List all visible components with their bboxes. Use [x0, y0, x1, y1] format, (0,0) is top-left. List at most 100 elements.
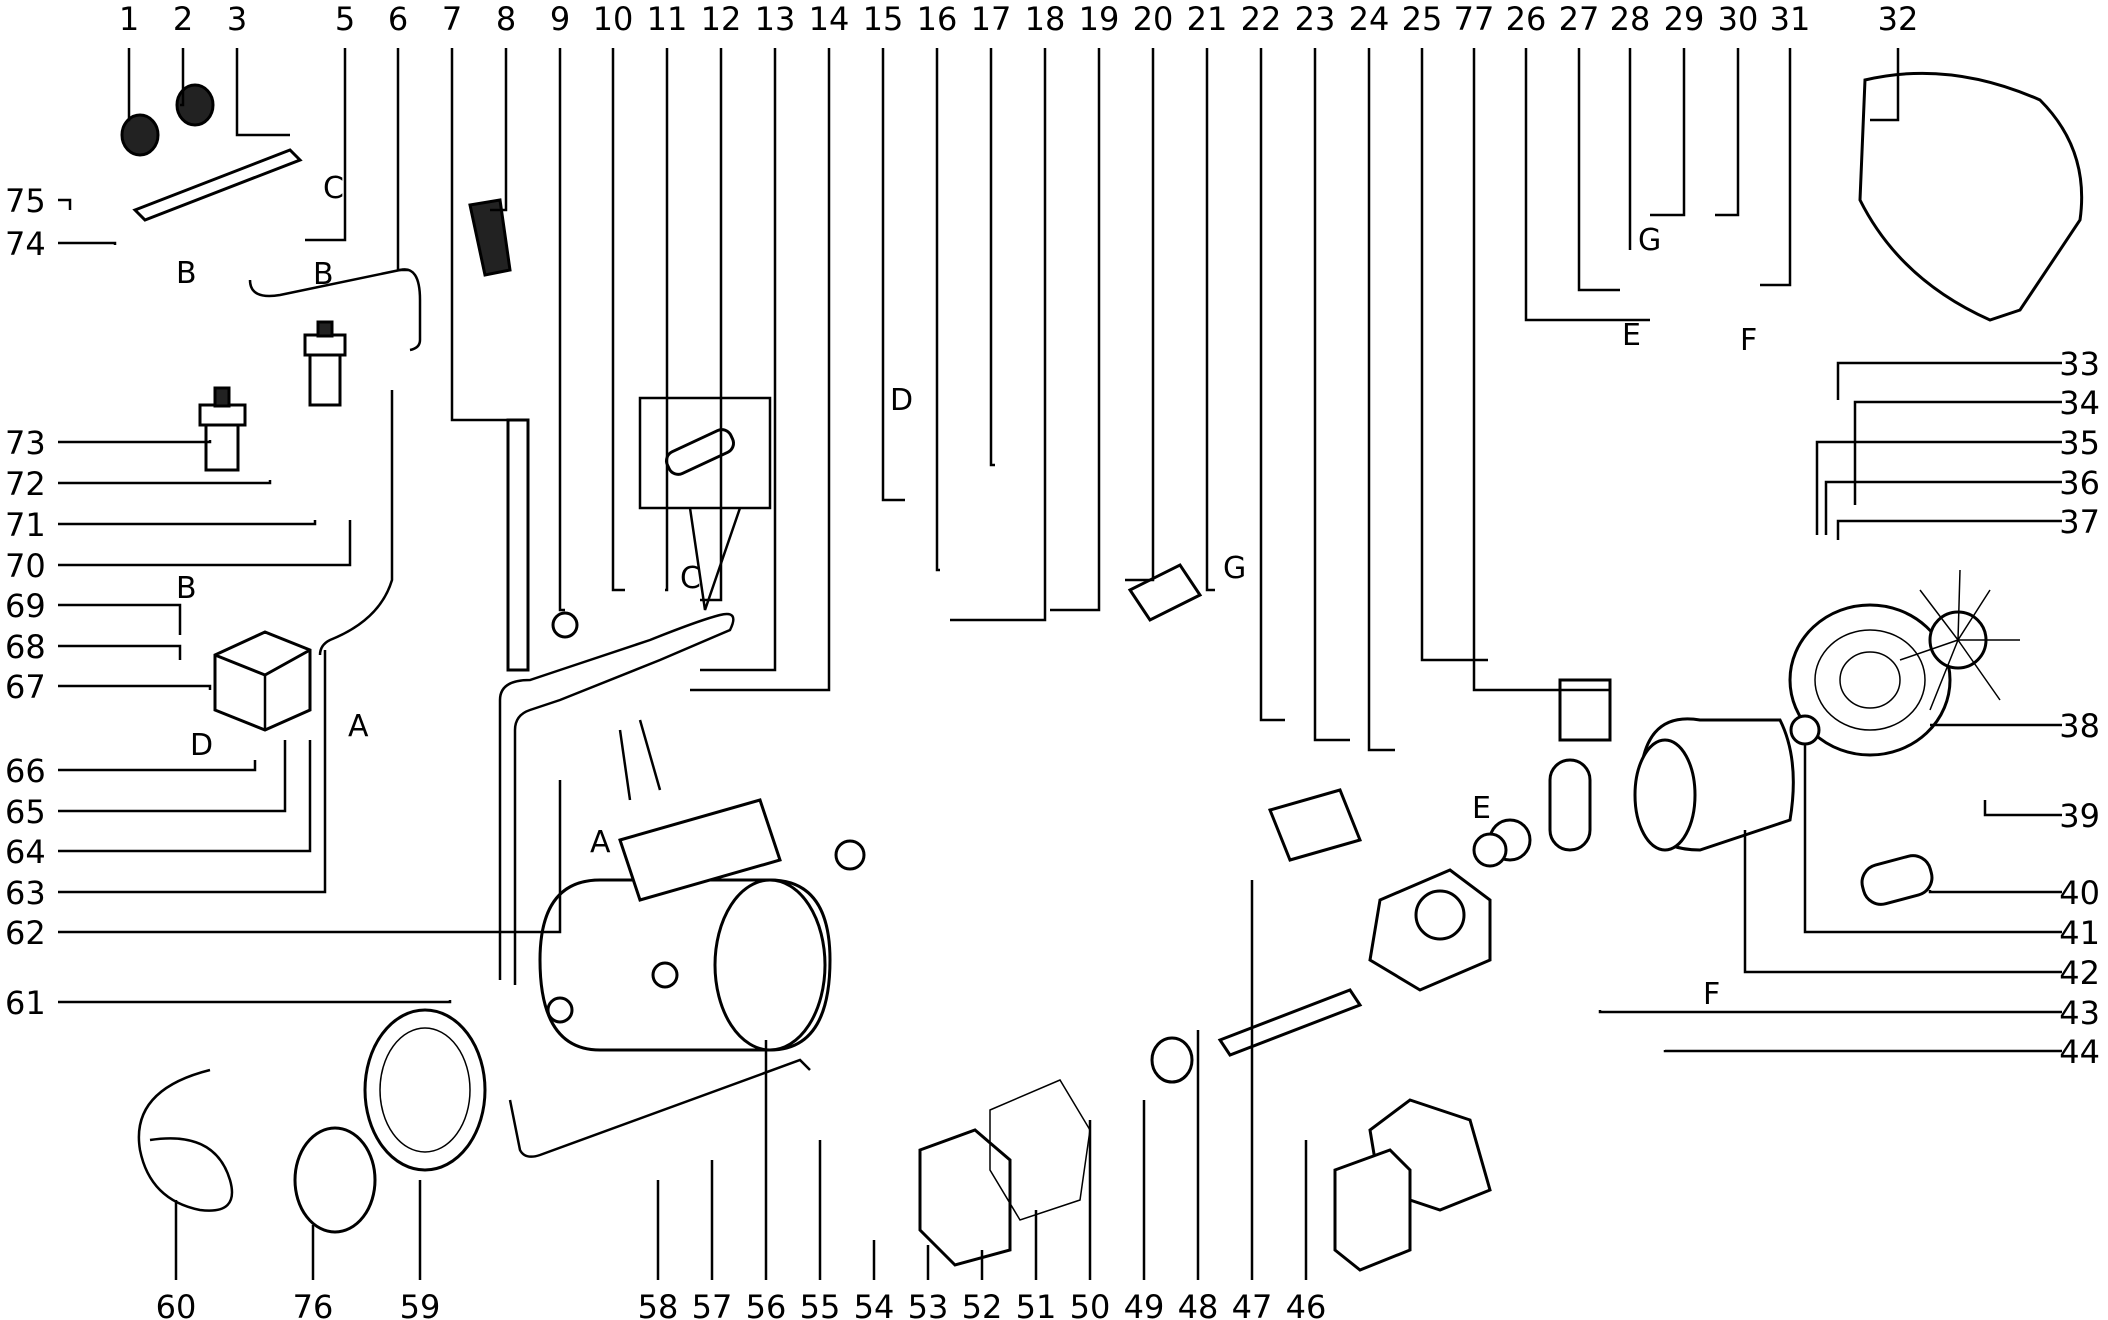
callout-label: 61 — [5, 984, 46, 1022]
leader-line — [558, 48, 565, 612]
electric-motor — [1472, 678, 1795, 868]
leader-line — [1313, 48, 1350, 742]
leader-line — [58, 520, 317, 526]
leader-line — [1472, 48, 1610, 692]
callout-label: 3 — [227, 0, 247, 38]
leader-line — [58, 603, 182, 635]
callout-label: 32 — [1878, 0, 1919, 38]
leader-line — [1836, 519, 2062, 540]
connection-letter: B — [313, 257, 334, 292]
fan-shape — [1899, 569, 2020, 711]
callout-label: 41 — [2059, 914, 2100, 952]
callout-label: 9 — [550, 0, 570, 38]
callout-label: 60 — [156, 1288, 197, 1320]
callout-label: 58 — [638, 1288, 679, 1320]
callout-label: 34 — [2059, 384, 2100, 422]
leader-line — [1815, 440, 2062, 535]
callout-label: 42 — [2059, 954, 2100, 992]
callout-label: 72 — [5, 465, 46, 503]
leader-line — [1983, 800, 2062, 817]
callout-label: 53 — [908, 1288, 949, 1320]
leader-line — [1803, 745, 2062, 934]
leader-line — [1836, 361, 2062, 400]
frame — [468, 198, 811, 1158]
callout-label: 6 — [388, 0, 408, 38]
callout-label: 33 — [2059, 345, 2100, 383]
connection-letter: C — [680, 561, 701, 596]
callout-label: 54 — [854, 1288, 895, 1320]
connection-letter: E — [1622, 318, 1641, 353]
callout-label: 55 — [800, 1288, 841, 1320]
leader-line — [1743, 830, 2062, 974]
leader-line — [1663, 1049, 2062, 1053]
connection-letter: G — [1223, 551, 1246, 586]
leader-line — [1524, 48, 1650, 322]
callout-label: 40 — [2059, 874, 2100, 912]
leader-line — [1577, 48, 1620, 292]
leader-line — [1259, 48, 1285, 722]
leader-line — [1760, 48, 1792, 287]
leader-line — [396, 48, 408, 272]
leader-line — [1650, 48, 1686, 217]
leader-line — [700, 48, 777, 672]
leader-line — [1050, 48, 1101, 612]
callout-label: 37 — [2059, 503, 2100, 541]
callout-label: 21 — [1187, 0, 1228, 38]
callout-label: 73 — [5, 424, 46, 462]
connection-letter: A — [348, 709, 369, 744]
leader-line — [58, 650, 327, 894]
filter-regulator — [303, 320, 347, 407]
callout-label: 10 — [593, 0, 634, 38]
callout-label: 1 — [119, 0, 139, 38]
callout-label: 74 — [5, 225, 46, 263]
lubricator — [198, 386, 247, 472]
leader-line — [1367, 48, 1395, 752]
callout-label: 48 — [1178, 1288, 1219, 1320]
leader-line — [58, 740, 287, 813]
leader-line — [180, 48, 185, 107]
callout-label: 27 — [1559, 0, 1600, 38]
leader-line — [700, 48, 723, 602]
callout-label: 66 — [5, 752, 46, 790]
callout-label: 24 — [1349, 0, 1390, 38]
callout-label: 31 — [1770, 0, 1811, 38]
callout-label: 7 — [442, 0, 462, 38]
connection-letter: F — [1740, 323, 1757, 358]
callout-label: 29 — [1664, 0, 1705, 38]
callout-label: 23 — [1295, 0, 1336, 38]
leader-line — [58, 740, 312, 853]
leader-line — [950, 48, 1047, 622]
leader-line — [450, 48, 515, 422]
callout-label: 11 — [647, 0, 688, 38]
callout-label: 38 — [2059, 707, 2100, 745]
callout-label: 47 — [1232, 1288, 1273, 1320]
callout-label: 2 — [173, 0, 193, 38]
connection-letter: F — [1703, 977, 1720, 1012]
callout-label: 76 — [293, 1288, 334, 1320]
leader-line — [58, 644, 182, 660]
leader-line — [1870, 48, 1900, 122]
pressure-switch — [213, 630, 312, 732]
callout-label: 36 — [2059, 464, 2100, 502]
leader-line — [1420, 48, 1488, 662]
leader-line — [58, 480, 272, 485]
leader-line — [127, 48, 131, 122]
leader-line — [58, 440, 212, 444]
callout-label: 62 — [5, 914, 46, 952]
callout-label: 49 — [1124, 1288, 1165, 1320]
leader-lines — [58, 48, 2062, 1280]
callout-label: 35 — [2059, 424, 2100, 462]
connection-letter: C — [323, 171, 344, 206]
callout-label: 69 — [5, 587, 46, 625]
callout-label: 30 — [1718, 0, 1759, 38]
callout-label: 19 — [1079, 0, 1120, 38]
connection-letter: B — [176, 256, 197, 291]
callout-label: 20 — [1133, 0, 1174, 38]
connection-letter: A — [590, 825, 611, 860]
leader-line — [1853, 400, 2062, 505]
callout-label: 18 — [1025, 0, 1066, 38]
callout-label: 5 — [335, 0, 355, 38]
callout-label: 70 — [5, 547, 46, 585]
